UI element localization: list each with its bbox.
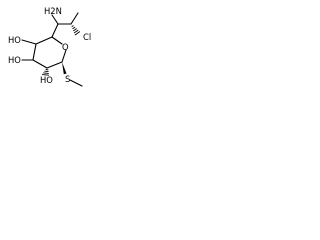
pyranose-ring — [32, 36, 67, 69]
amino-label: H2N — [44, 6, 62, 16]
side-chain — [51, 12, 81, 38]
molecule-structure: H2N Cl O HO HO HO S — [8, 6, 91, 87]
sulfur-label: S — [65, 74, 70, 84]
chloro-label: Cl — [83, 32, 91, 42]
hydroxyl-bonds — [21, 39, 50, 76]
bond-c4-c5 — [35, 36, 53, 45]
thiomethyl-group — [62, 62, 83, 87]
bond-c5-ring-oxygen — [51, 36, 63, 45]
bond-c3-c4 — [32, 43, 37, 61]
hydroxyl-top-label: HO — [8, 35, 21, 45]
hashed-bond-c2-hydroxyl — [41, 69, 50, 76]
bond-c4-hydroxyl — [21, 39, 37, 45]
bond-c7-methyl — [70, 12, 79, 25]
bond-c2-c3 — [32, 59, 48, 69]
bond-sulfur-methyl — [69, 79, 83, 87]
hashed-bond-c7-chloro — [71, 25, 81, 36]
bond-c1-c2 — [46, 61, 63, 69]
bond-ring-oxygen-c1 — [61, 49, 67, 63]
bond-c5-c6 — [51, 23, 59, 38]
wedge-bond-c1-sulfur — [62, 62, 67, 75]
hydroxyl-bottom-label: HO — [40, 75, 53, 85]
hydroxyl-left-label: HO — [8, 55, 21, 65]
ring-oxygen-label: O — [62, 42, 69, 52]
bond-c6-amino — [51, 14, 59, 25]
